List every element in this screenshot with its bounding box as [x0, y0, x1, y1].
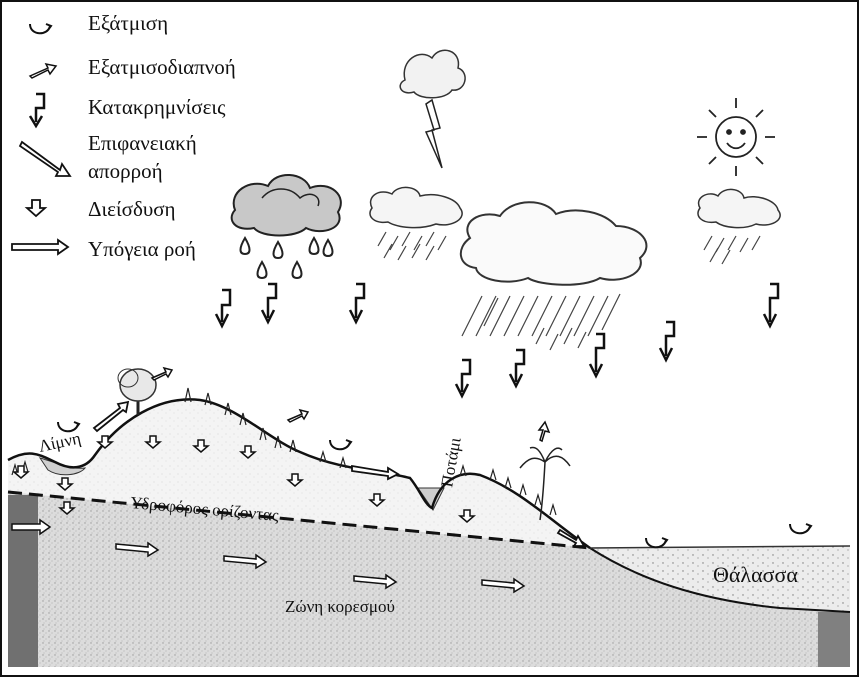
land-surface	[7, 398, 591, 550]
rain-cloud-icon	[230, 174, 342, 280]
legend-item-evapotranspiration: Εξατμισοδιαπνοή	[28, 55, 236, 79]
bedrock-right	[818, 612, 850, 667]
legend-label-infiltration: Διείσδυση	[88, 197, 176, 221]
label-lake: Λίμνη	[37, 428, 83, 455]
legend: Εξάτμιση Εξατμισοδιαπνοή Κατακρημνίσεις …	[11, 11, 236, 261]
legend-label-evaporation: Εξάτμιση	[88, 11, 168, 35]
legend-item-groundwater-flow: Υπόγεια ροή	[11, 237, 196, 261]
vegetation	[11, 387, 557, 516]
palm-tree-icon	[519, 446, 571, 521]
legend-item-evaporation: Εξάτμιση	[29, 11, 168, 35]
evapotranspiration-arrows	[150, 366, 551, 443]
legend-item-infiltration: Διείσδυση	[24, 197, 176, 221]
legend-label-groundwater-flow: Υπόγεια ροή	[88, 237, 196, 261]
rain-cloud-large	[460, 201, 648, 351]
storm-cloud-icon	[399, 49, 466, 99]
seabed-line	[589, 547, 851, 613]
legend-label-precipitation: Κατακρημνίσεις	[88, 95, 226, 119]
evaporation-icon	[29, 23, 53, 35]
legend-label-runoff-2: απορροή	[88, 159, 163, 183]
groundwater-flow-arrows	[11, 518, 526, 594]
groundwater-flow-icon	[11, 238, 70, 256]
sun-icon	[697, 98, 775, 176]
legend-label-runoff-1: Επιφανειακή	[88, 131, 197, 155]
legend-label-evapotranspiration: Εξατμισοδιαπνοή	[88, 55, 236, 79]
saturated-zone-fill	[8, 492, 850, 667]
evapotranspiration-icon	[28, 62, 58, 79]
runoff-icon	[18, 140, 72, 177]
runoff-arrows	[92, 400, 586, 547]
tree-icon	[117, 368, 157, 415]
label-saturation-zone: Ζώνη κορεσμού	[285, 597, 395, 616]
infiltration-arrows	[11, 435, 477, 523]
legend-item-precipitation: Κατακρημνίσεις	[28, 92, 226, 129]
precipitation-arrows	[214, 282, 780, 399]
evaporation-arrows	[57, 421, 813, 549]
sea-water	[590, 546, 850, 612]
rain-cloud-small-1	[369, 186, 463, 261]
rain-cloud-small-2	[697, 188, 781, 265]
precipitation-icon	[28, 92, 46, 129]
bedrock-left	[8, 495, 38, 667]
label-sea: Θάλασσα	[713, 562, 798, 587]
legend-item-runoff: Επιφανειακή απορροή	[18, 131, 197, 183]
lightning-icon	[424, 98, 443, 169]
water-table-line	[7, 490, 591, 550]
infiltration-icon	[24, 199, 48, 218]
sea-surface	[589, 545, 851, 549]
